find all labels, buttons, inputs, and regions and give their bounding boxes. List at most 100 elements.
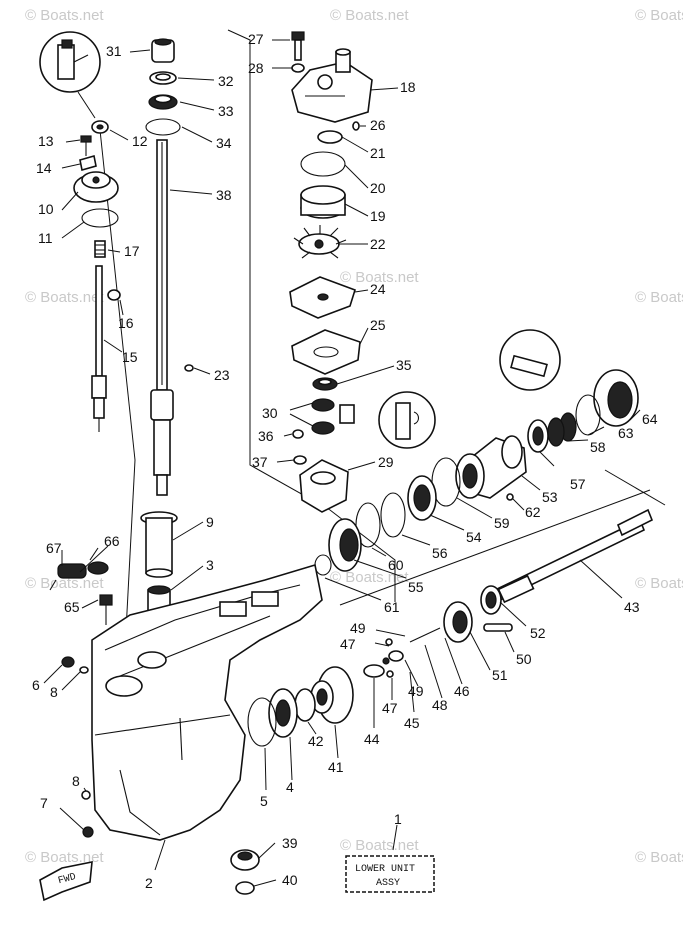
watermark: © Boats.net <box>635 849 683 866</box>
assy-box-line1: LOWER UNIT <box>355 864 415 875</box>
part-38-drive-shaft <box>150 139 174 496</box>
watermark: © Boats.net <box>330 569 409 586</box>
callout-53: 53 <box>542 489 558 505</box>
callout-13: 13 <box>38 133 54 149</box>
callout-58: 58 <box>590 439 606 455</box>
part-51-forward-gear <box>443 601 473 643</box>
part-42-bearing <box>294 688 316 722</box>
part-64-cover <box>593 369 639 427</box>
part-12-nut <box>91 120 109 134</box>
callout-40: 40 <box>282 872 298 888</box>
part-8a-washer <box>79 666 89 674</box>
part-30-seals <box>311 398 355 435</box>
callout-67: 67 <box>46 540 62 556</box>
callout-5: 5 <box>260 793 268 809</box>
callout-41: 41 <box>328 759 344 775</box>
part-16-clip <box>107 289 121 301</box>
callout-45: 45 <box>404 715 420 731</box>
part-56-shim <box>380 492 406 538</box>
part-6-screw <box>61 656 75 668</box>
callout-26: 26 <box>370 117 386 133</box>
callout-14: 14 <box>36 160 52 176</box>
part-58-seals <box>547 412 577 447</box>
watermark: © Boats.net <box>635 289 683 306</box>
part-33-seal <box>148 94 178 110</box>
callout-6: 6 <box>32 677 40 693</box>
callout-65: 65 <box>64 599 80 615</box>
part-18-pump-housing <box>291 48 373 123</box>
watermark: © Boats.net <box>635 7 683 24</box>
part-5-shim <box>247 697 277 747</box>
callout-12: 12 <box>132 133 148 149</box>
callout-39: 39 <box>282 835 298 851</box>
part-66-67-grease-fittings <box>49 547 109 591</box>
part-34-o-ring <box>145 118 181 136</box>
part-15-shift-rod <box>91 265 107 432</box>
part-14-plate <box>79 154 97 172</box>
callout-50: 50 <box>516 651 532 667</box>
part-19-impeller-housing <box>300 185 346 219</box>
callout-34: 34 <box>216 135 232 151</box>
callout-36: 36 <box>258 428 274 444</box>
part-8b-washer <box>81 790 91 800</box>
callout-9: 9 <box>206 514 214 530</box>
part-21-gasket <box>317 130 343 144</box>
callout-66: 66 <box>104 533 120 549</box>
watermark: © Boats.net <box>330 7 409 24</box>
part-4-bearing <box>268 688 298 738</box>
callout-25: 25 <box>370 317 386 333</box>
callout-19: 19 <box>370 208 386 224</box>
callout-32: 32 <box>218 73 234 89</box>
part-61-shim <box>314 554 332 576</box>
callout-8b: 8 <box>72 773 80 789</box>
callout-18: 18 <box>400 79 416 95</box>
part-37-washer <box>293 455 307 465</box>
part-47-ball <box>385 638 394 678</box>
sealant-icon <box>499 329 561 391</box>
loctite-icon <box>378 391 436 449</box>
part-32-washer <box>149 71 177 85</box>
callout-57: 57 <box>570 476 586 492</box>
part-40-nut <box>235 881 255 895</box>
part-26-pin <box>352 121 360 131</box>
callouts: 31 32 33 34 38 12 13 14 10 11 17 16 15 2… <box>32 31 658 891</box>
part-41-pinion-gear <box>310 666 354 724</box>
part-62-pin <box>506 493 514 501</box>
part-20-insert <box>300 151 346 177</box>
part-63-seal <box>575 394 601 436</box>
callout-48: 48 <box>432 697 448 713</box>
watermark: © Boats.net <box>25 7 104 24</box>
callout-28: 28 <box>248 60 264 76</box>
assy-box: LOWER UNIT ASSY <box>345 855 435 893</box>
leader-lines <box>43 39 641 887</box>
callout-3: 3 <box>206 557 214 573</box>
part-52-clutch <box>480 585 502 615</box>
part-17-spring <box>94 240 106 258</box>
part-22-impeller <box>293 225 347 259</box>
watermark: © Boats.net <box>25 575 104 592</box>
callout-17: 17 <box>124 243 140 259</box>
part-43-propeller-shaft <box>493 508 654 604</box>
callout-63: 63 <box>618 425 634 441</box>
callout-7: 7 <box>40 795 48 811</box>
callout-49a: 49 <box>350 620 366 636</box>
callout-60: 60 <box>388 557 404 573</box>
part-39-gear <box>230 849 260 871</box>
callout-38: 38 <box>216 187 232 203</box>
grease-gun-icon <box>39 31 101 93</box>
callout-10: 10 <box>38 201 54 217</box>
callout-55: 55 <box>408 579 424 595</box>
callout-4: 4 <box>286 779 294 795</box>
part-13-screw <box>80 135 92 156</box>
callout-21: 21 <box>370 145 386 161</box>
callout-24: 24 <box>370 281 386 297</box>
callout-42: 42 <box>308 733 324 749</box>
callout-52: 52 <box>530 625 546 641</box>
callout-51: 51 <box>492 667 508 683</box>
callout-59: 59 <box>494 515 510 531</box>
part-23-pin <box>184 364 194 372</box>
part-27-bolt <box>291 31 305 61</box>
watermark: © Boats.net <box>340 269 419 286</box>
callout-64: 64 <box>642 411 658 427</box>
callout-31: 31 <box>106 43 122 59</box>
